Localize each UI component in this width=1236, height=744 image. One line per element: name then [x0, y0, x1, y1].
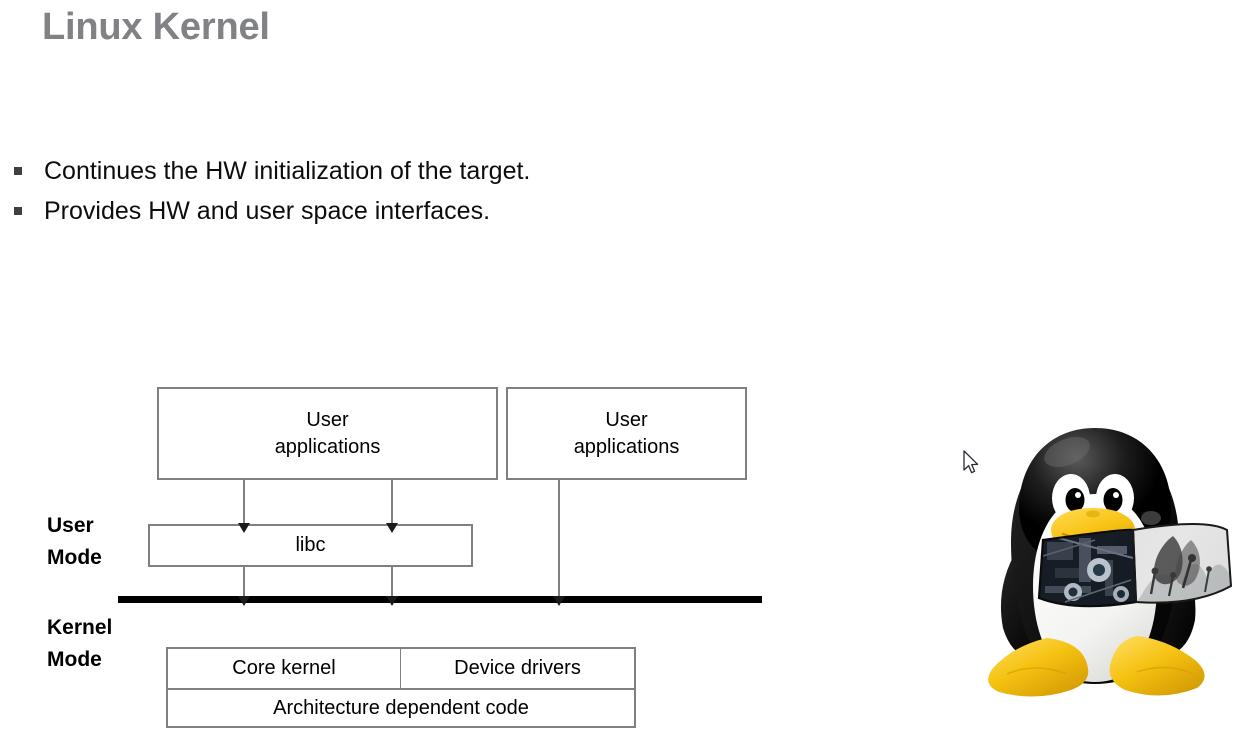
user-mode-label-line1: User	[47, 514, 94, 537]
box-core-kernel: Core kernel	[166, 647, 401, 690]
box-user-applications-left-line2: applications	[274, 435, 381, 458]
box-user-applications-right-line1: User	[605, 408, 648, 431]
user-mode-label: User Mode	[47, 510, 102, 574]
arrow-libc-to-kernel-b	[386, 567, 398, 606]
arrow-user-apps-to-libc-b	[386, 480, 398, 533]
tux-penguin-mascot	[955, 390, 1235, 710]
box-device-drivers: Device drivers	[400, 647, 636, 690]
arrow-libc-to-kernel-a	[238, 567, 250, 606]
square-bullet-icon	[14, 167, 22, 175]
kernel-mode-label: Kernel Mode	[47, 612, 112, 676]
box-device-drivers-label: Device drivers	[454, 657, 581, 679]
square-bullet-icon	[14, 207, 22, 215]
box-libc-label: libc	[295, 534, 326, 556]
box-architecture-dependent-code: Architecture dependent code	[166, 689, 636, 728]
box-user-applications-left: User applications	[157, 387, 498, 480]
linux-kernel-architecture-diagram: User Mode Kernel Mode User applications …	[47, 387, 762, 728]
box-user-applications-right-line2: applications	[573, 435, 680, 458]
user-mode-label-line2: Mode	[47, 546, 102, 569]
box-user-applications-left-line1: User	[306, 408, 349, 431]
list-item: Provides HW and user space interfaces.	[14, 194, 774, 228]
page-title: Linux Kernel	[42, 6, 270, 48]
box-user-applications-right: User applications	[506, 387, 747, 480]
list-item-label: Provides HW and user space interfaces.	[44, 197, 491, 225]
list-item: Continues the HW initialization of the t…	[14, 154, 774, 188]
kernel-mode-label-line1: Kernel	[47, 616, 113, 639]
kernel-mode-label-line2: Mode	[47, 648, 102, 671]
box-architecture-dependent-code-label: Architecture dependent code	[273, 696, 529, 719]
box-libc: libc	[148, 524, 473, 567]
list-item-label: Continues the HW initialization of the t…	[44, 157, 531, 185]
user-kernel-mode-boundary-line	[118, 596, 762, 603]
box-core-kernel-label: Core kernel	[232, 657, 336, 679]
bullet-list: Continues the HW initialization of the t…	[14, 154, 774, 234]
arrow-user-apps-right-to-kernel	[553, 480, 565, 606]
arrow-user-apps-to-libc-a	[238, 480, 250, 533]
